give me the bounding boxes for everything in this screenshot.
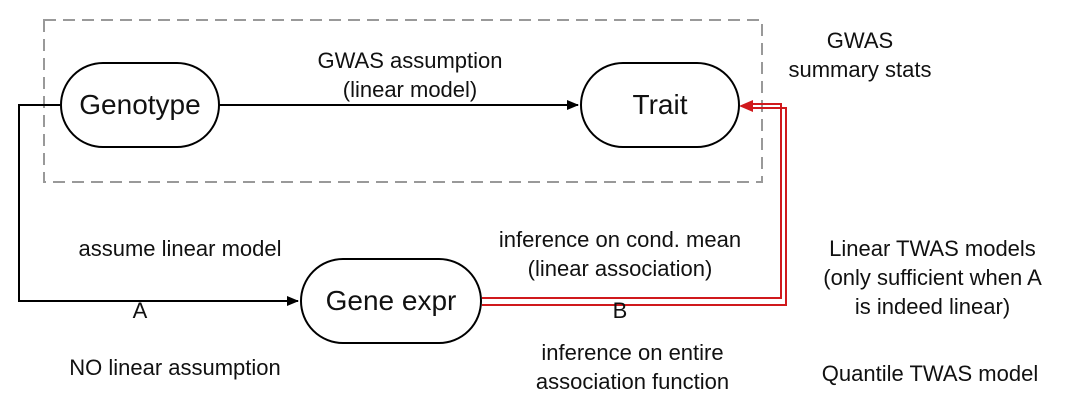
node-genotype: Genotype (60, 62, 220, 148)
label-gwas-assumption-line2: (linear model) (342, 77, 478, 102)
label-gwas-summary: GWAS summary stats (780, 26, 940, 84)
label-linear-twas-line2: (only sufficient when A (823, 265, 1042, 290)
edge-gene-expr-trait-outer (482, 103, 782, 299)
label-gwas-assumption: GWAS assumption (linear model) (290, 46, 530, 104)
label-cond-mean-line1: inference on cond. mean (498, 227, 742, 252)
label-gwas-assumption-line1: GWAS assumption (317, 48, 503, 73)
node-gene-expr: Gene expr (300, 258, 482, 344)
label-gwas-summary-line1: GWAS (826, 28, 894, 53)
label-linear-twas-line1: Linear TWAS models (829, 236, 1036, 261)
node-trait: Trait (580, 62, 740, 148)
edge-gene-expr-trait-arrowhead (739, 100, 753, 112)
label-entire-function: inference on entire association function (500, 338, 765, 396)
label-linear-twas: Linear TWAS models (only sufficient when… (790, 234, 1075, 321)
label-linear-twas-line3: is indeed linear) (854, 294, 1011, 319)
node-genotype-label: Genotype (79, 89, 201, 120)
label-no-linear: NO linear assumption (69, 355, 281, 380)
label-gwas-summary-line2: summary stats (788, 57, 932, 82)
label-edge-b: B (612, 298, 628, 323)
label-edge-a: A (132, 298, 148, 323)
node-gene-expr-label: Gene expr (325, 285, 457, 316)
gwas-dashed-box (43, 19, 763, 183)
label-entire-function-line1: inference on entire (541, 340, 724, 365)
node-trait-label: Trait (632, 89, 688, 120)
label-quantile-twas: Quantile TWAS model (821, 361, 1039, 386)
label-entire-function-line2: association function (535, 369, 730, 394)
edge-gene-expr-trait-inner (482, 107, 787, 306)
edge-genotype-gene-expr (18, 104, 299, 306)
label-cond-mean: inference on cond. mean (linear associat… (465, 225, 775, 283)
label-cond-mean-line2: (linear association) (527, 256, 713, 281)
label-assume-linear: assume linear model (78, 236, 282, 261)
